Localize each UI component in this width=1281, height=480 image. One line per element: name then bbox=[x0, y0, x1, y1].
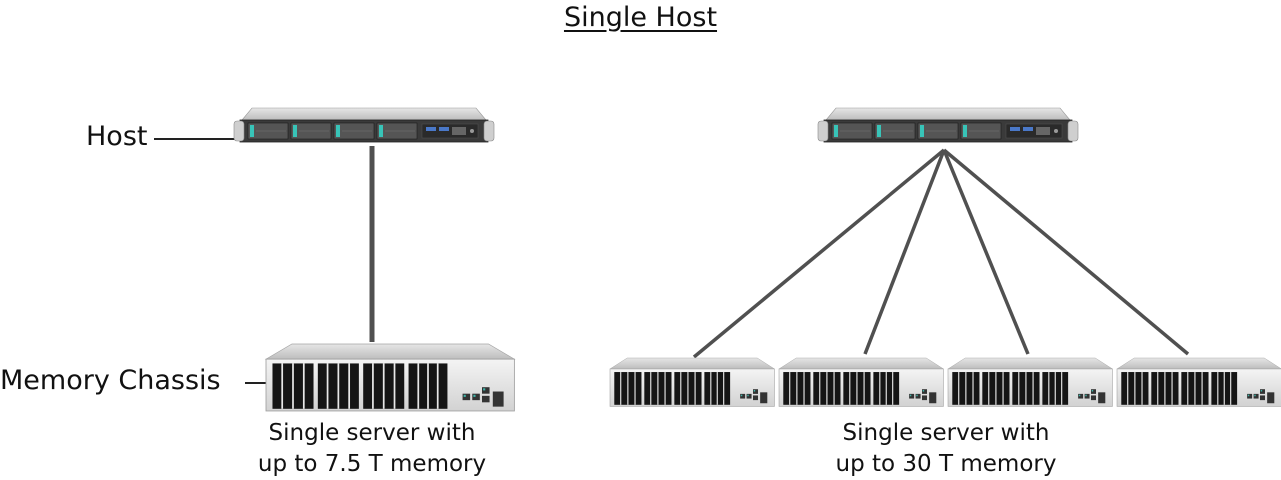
left-caption-line2: up to 7.5 T memory bbox=[257, 451, 487, 477]
left-caption: Single server with up to 7.5 T memory bbox=[232, 418, 512, 480]
right-caption-line2: up to 30 T memory bbox=[835, 451, 1057, 477]
right-memory-chassis-2 bbox=[778, 357, 945, 407]
right-memory-chassis-4 bbox=[1116, 357, 1281, 407]
right-link-4 bbox=[942, 148, 1190, 356]
right-link-3 bbox=[942, 149, 1030, 355]
right-caption-line1: Single server with bbox=[842, 420, 1050, 446]
left-caption-line1: Single server with bbox=[268, 420, 476, 446]
right-caption: Single server with up to 30 T memory bbox=[806, 418, 1086, 480]
right-memory-chassis-3 bbox=[947, 357, 1114, 407]
left-memory-chassis bbox=[265, 343, 516, 412]
diagram-title: Single Host bbox=[563, 2, 718, 33]
right-links bbox=[692, 148, 1190, 359]
right-link-1 bbox=[692, 148, 946, 359]
right-memory-chassis-1 bbox=[609, 357, 776, 407]
memory-chassis-label: Memory Chassis bbox=[0, 365, 221, 396]
host-label: Host bbox=[86, 121, 148, 152]
right-host-server bbox=[817, 107, 1079, 143]
right-link-2 bbox=[863, 149, 946, 355]
left-host-server bbox=[233, 107, 495, 143]
